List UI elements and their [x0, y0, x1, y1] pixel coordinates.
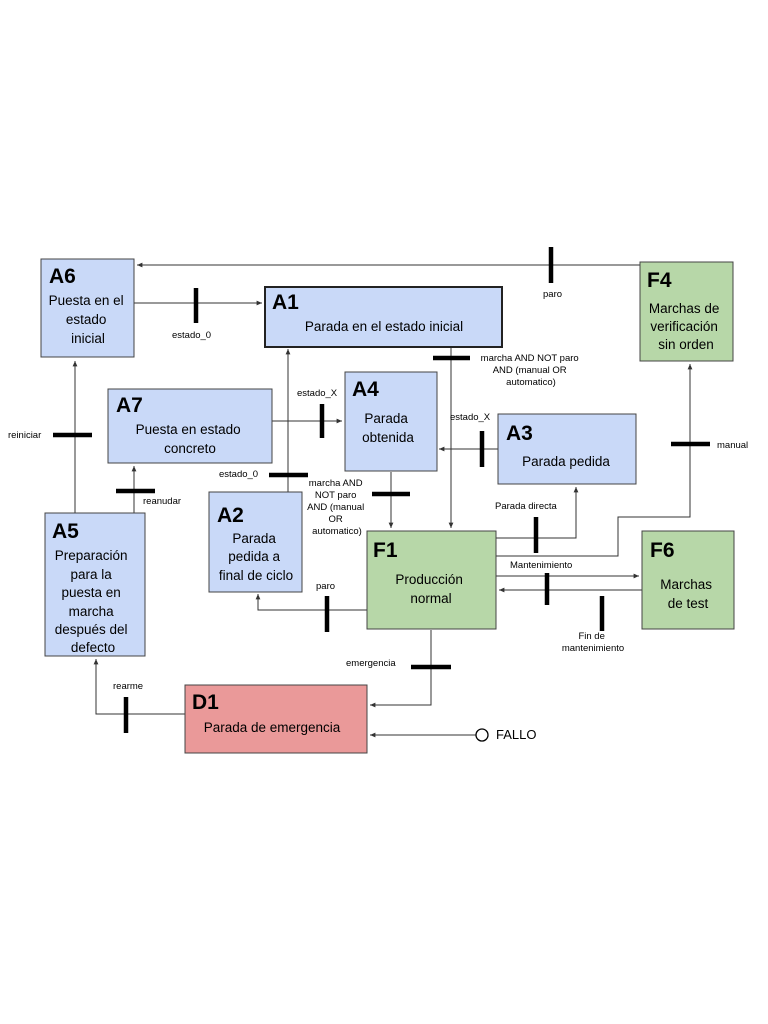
step-f4-code: F4 — [647, 269, 672, 292]
step-f6-box — [641, 530, 735, 630]
step-f1: F1 Producción normal — [366, 530, 497, 630]
step-a3: A3 Parada pedida — [497, 413, 637, 485]
step-f6-code: F6 — [650, 539, 675, 562]
label-rearme: rearme — [113, 681, 143, 692]
step-d1-box — [184, 684, 368, 754]
label-estado-x-a3: estado_X — [450, 412, 491, 423]
step-a4-code: A4 — [352, 378, 379, 401]
step-a4-label: Parada obtenida — [362, 411, 414, 445]
step-f4-label: Marchas de verificación sin orden — [649, 301, 723, 352]
link-f1-a2 — [255, 594, 367, 611]
link-f1-a3 — [496, 487, 579, 539]
step-a6-box — [40, 258, 135, 358]
label-fallo: FALLO — [496, 727, 536, 742]
label-paro-top: paro — [543, 289, 562, 300]
step-a4: A4 Parada obtenida — [344, 371, 438, 472]
step-a5-code: A5 — [52, 520, 79, 543]
step-a6-code: A6 — [49, 265, 76, 288]
step-a2-code: A2 — [217, 504, 244, 527]
step-a5-label: Preparación para la puesta en marcha des… — [55, 548, 132, 655]
step-a2: A2 Parada pedida a final de ciclo — [208, 491, 303, 593]
step-a3-code: A3 — [506, 422, 533, 445]
label-fin-mantenimiento: Fin de mantenimiento — [562, 631, 624, 654]
label-estado-x-a7: estado_X — [297, 388, 338, 399]
step-a3-label: Parada pedida — [522, 454, 610, 469]
transition-labels: paro estado_0 marcha AND NOT paro AND (m… — [8, 289, 748, 742]
link-d1-a5 — [93, 659, 185, 715]
connectors — [72, 262, 693, 738]
label-reanudar: reanudar — [143, 496, 181, 507]
step-d1: D1 Parada de emergencia — [184, 684, 368, 754]
step-f1-box — [366, 530, 497, 630]
step-f6-label: Marchas de test — [660, 577, 716, 611]
step-a1: A1 Parada en el estado inicial — [264, 286, 503, 348]
step-f1-code: F1 — [373, 539, 398, 562]
step-f4: F4 Marchas de verificación sin orden — [639, 261, 734, 362]
step-a7-code: A7 — [116, 394, 143, 417]
label-paro-f1: paro — [316, 581, 335, 592]
step-d1-label: Parada de emergencia — [204, 720, 341, 735]
link-f1-d1 — [370, 630, 432, 708]
step-a4-box — [344, 371, 438, 472]
label-marcha-cond: marcha AND NOT paro AND (manual OR autom… — [481, 353, 582, 388]
step-a5: A5 Preparación para la puesta en marcha … — [44, 512, 146, 657]
step-a3-box — [497, 413, 637, 485]
step-a5-box — [44, 512, 146, 657]
step-f1-label: Producción normal — [395, 572, 466, 606]
step-a7: A7 Puesta en estado concreto — [107, 388, 273, 464]
step-d1-code: D1 — [192, 691, 219, 714]
label-mantenimiento: Mantenimiento — [510, 560, 572, 571]
step-a1-code: A1 — [272, 291, 299, 314]
step-a1-label: Parada en el estado inicial — [305, 319, 463, 334]
label-manual: manual — [717, 440, 748, 451]
label-marcha-cond-2: marcha AND NOT paro AND (manual OR autom… — [307, 478, 367, 537]
fallo-input-circle — [475, 728, 489, 742]
label-emergencia: emergencia — [346, 658, 396, 669]
step-a7-box — [107, 388, 273, 464]
step-a2-label: Parada pedida a final de ciclo — [219, 531, 293, 583]
link-f1-f4 — [496, 364, 693, 557]
label-parada-directa: Parada directa — [495, 501, 558, 512]
step-a2-box — [208, 491, 303, 593]
step-f6: F6 Marchas de test — [641, 530, 735, 630]
label-reiniciar: reiniciar — [8, 430, 41, 441]
step-a6-label: Puesta en el estado inicial — [49, 293, 128, 346]
step-a1-box — [264, 286, 503, 348]
label-estado-0-a6: estado_0 — [172, 330, 211, 341]
label-estado-0-a2: estado_0 — [219, 469, 258, 480]
step-f4-box — [639, 261, 734, 362]
step-a7-label: Puesta en estado concreto — [136, 422, 245, 456]
step-a6: A6 Puesta en el estado inicial — [40, 258, 135, 358]
transition-bars — [53, 247, 710, 733]
